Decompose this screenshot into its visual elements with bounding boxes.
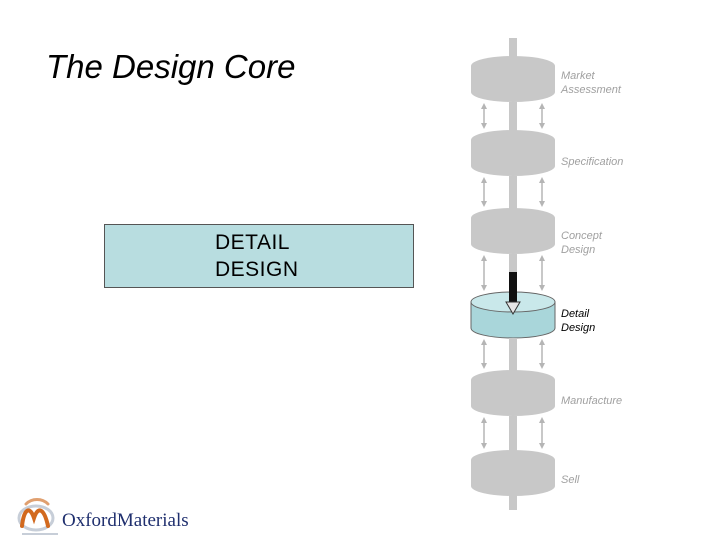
spine-top bbox=[509, 38, 517, 68]
stage-label-line-1: Specification bbox=[561, 156, 624, 168]
stage-label-line-1: Concept bbox=[561, 230, 602, 242]
spine-segment bbox=[509, 176, 517, 208]
bidirectional-arrow bbox=[539, 177, 545, 207]
bidirectional-arrow bbox=[539, 417, 545, 449]
stage-label-line-1: Detail bbox=[561, 308, 590, 320]
stage-label-line-2: Design bbox=[561, 322, 596, 334]
spine-segment bbox=[509, 416, 517, 450]
bidirectional-arrow bbox=[539, 339, 545, 369]
stage-label-2: Specification bbox=[561, 155, 623, 169]
stage-disc-2 bbox=[471, 130, 555, 176]
stage-disc-6 bbox=[471, 450, 555, 496]
logo-m-accent bbox=[24, 498, 50, 506]
bidirectional-arrow bbox=[481, 103, 487, 129]
stage-label-line-1: Sell bbox=[561, 474, 580, 486]
stage-label-line-1: Market bbox=[561, 70, 595, 82]
logo-text-oxford: Oxford bbox=[62, 510, 117, 531]
logo-text: OxfordMaterials bbox=[62, 510, 189, 532]
stage-disc-5 bbox=[471, 370, 555, 416]
stage-disc-1 bbox=[471, 56, 555, 102]
detail-box-line-2: DESIGN bbox=[215, 258, 299, 281]
bidirectional-arrow bbox=[481, 255, 487, 291]
bidirectional-arrow bbox=[481, 417, 487, 449]
logo-text-materials: Materials bbox=[116, 510, 189, 531]
bidirectional-arrow bbox=[481, 177, 487, 207]
stage-label-line-2: Assessment bbox=[561, 84, 621, 96]
bidirectional-arrow bbox=[481, 339, 487, 369]
logo-swoosh bbox=[17, 504, 55, 532]
detail-box-line-1: DETAIL bbox=[215, 231, 290, 254]
bidirectional-arrow bbox=[539, 255, 545, 291]
stage-disc-3 bbox=[471, 208, 555, 254]
stage-label-line-2: Design bbox=[561, 244, 596, 256]
page-title: The Design Core bbox=[46, 48, 296, 85]
oxford-materials-logo bbox=[17, 498, 58, 535]
stage-label-line-1: Manufacture bbox=[561, 395, 623, 407]
bidirectional-arrow bbox=[539, 103, 545, 129]
spine-segment bbox=[509, 102, 517, 130]
logo-m-mark bbox=[20, 508, 50, 528]
stage-label-5: Manufacture bbox=[561, 394, 622, 408]
spine-segment bbox=[509, 338, 517, 370]
spine-bottom bbox=[509, 488, 517, 510]
active-stage-arrow bbox=[505, 272, 521, 315]
detail-design-box: DETAIL DESIGN bbox=[104, 224, 414, 288]
stage-label-6: Sell bbox=[561, 473, 579, 487]
